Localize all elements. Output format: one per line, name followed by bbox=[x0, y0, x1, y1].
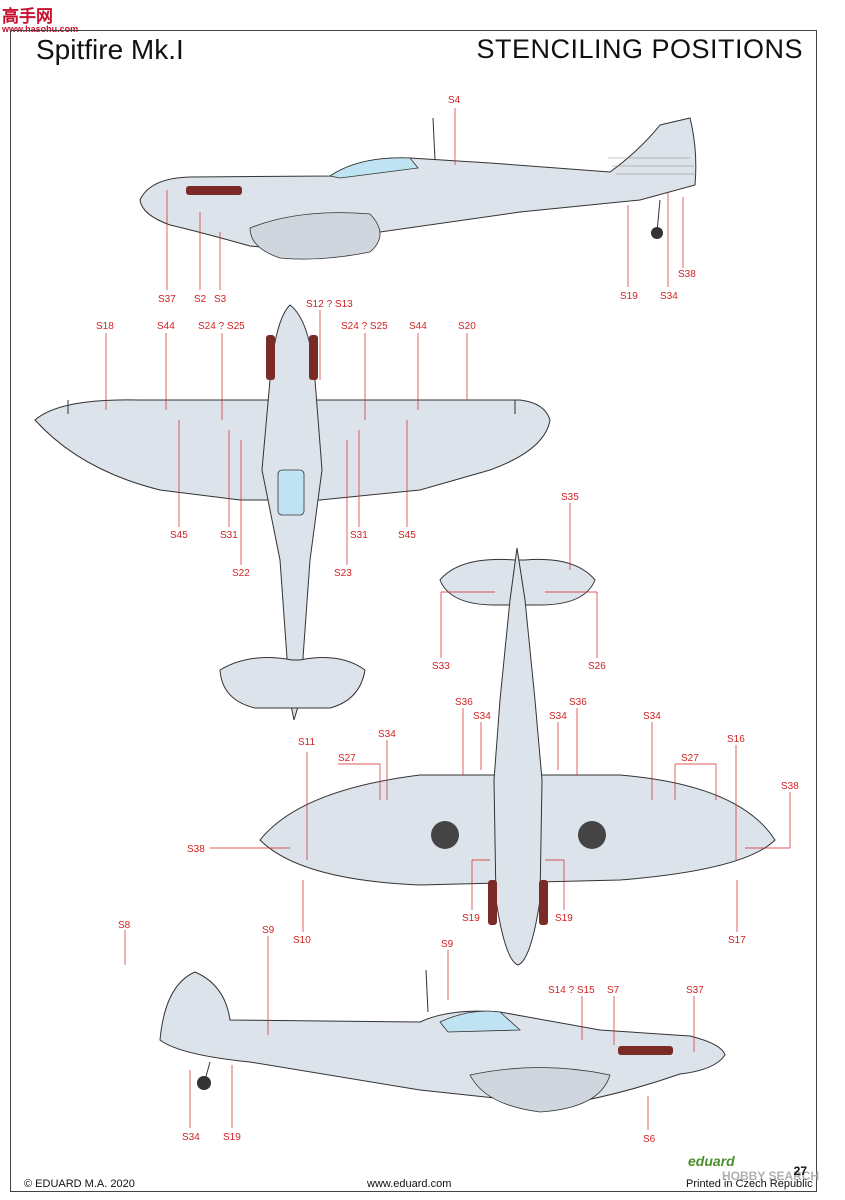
callout-S3: S3 bbox=[214, 294, 227, 305]
callout-S8: S8 bbox=[118, 920, 131, 931]
callout-S38: S38 bbox=[678, 269, 696, 280]
callout-S34-a: S34 bbox=[473, 711, 491, 722]
callout-S34-d: S34 bbox=[378, 729, 396, 740]
callout-S23: S23 bbox=[334, 568, 352, 579]
callout-S6: S6 bbox=[643, 1134, 656, 1145]
callout-S34-b: S34 bbox=[549, 711, 567, 722]
callout-S22: S22 bbox=[232, 568, 250, 579]
callout-S45-left: S45 bbox=[170, 530, 188, 541]
callout-S31-left: S31 bbox=[220, 530, 238, 541]
callout-S36-right: S36 bbox=[569, 697, 587, 708]
callout-S19-left: S19 bbox=[462, 913, 480, 924]
watermark-url: www.hasohu.com bbox=[2, 24, 79, 34]
aircraft-title: Spitfire Mk.I bbox=[36, 34, 184, 65]
callout-S2: S2 bbox=[194, 294, 207, 305]
callout-S36-left: S36 bbox=[455, 697, 473, 708]
callout-S18: S18 bbox=[96, 321, 114, 332]
callout-S9-left: S9 bbox=[262, 925, 275, 936]
callout-S27-right: S27 bbox=[681, 753, 699, 764]
callout-S20: S20 bbox=[458, 321, 476, 332]
page-frame bbox=[10, 30, 817, 1192]
callout-S19-bottom: S19 bbox=[223, 1132, 241, 1143]
callout-S34-c: S34 bbox=[643, 711, 661, 722]
callout-S38-right: S38 bbox=[781, 781, 799, 792]
watermark-logo: 高手网 bbox=[2, 7, 53, 26]
top-view bbox=[34, 304, 551, 721]
callout-S19: S19 bbox=[620, 291, 638, 302]
callout-S38-left: S38 bbox=[187, 844, 205, 855]
callout-S35: S35 bbox=[561, 492, 579, 503]
callout-S12-S13: S12 ? S13 bbox=[306, 299, 353, 310]
callout-S44-left: S44 bbox=[157, 321, 175, 332]
callout-S26: S26 bbox=[588, 661, 606, 672]
page-number: 27 bbox=[793, 1164, 807, 1178]
website-link[interactable]: www.eduard.com bbox=[367, 1178, 452, 1190]
callout-S14-S15: S14 ? S15 bbox=[548, 985, 595, 996]
underside-view bbox=[259, 547, 776, 966]
callout-S44-right: S44 bbox=[409, 321, 427, 332]
callout-S37: S37 bbox=[158, 294, 176, 305]
side-view-bottom bbox=[159, 969, 726, 1113]
copyright-text: © EDUARD M.A. 2020 bbox=[24, 1178, 135, 1190]
callout-S31-right: S31 bbox=[350, 530, 368, 541]
callout-S45-right: S45 bbox=[398, 530, 416, 541]
callout-S17: S17 bbox=[728, 935, 746, 946]
eduard-logo: eduard bbox=[688, 1153, 735, 1169]
callout-S37-bottom: S37 bbox=[686, 985, 704, 996]
section-title: STENCILING POSITIONS bbox=[476, 34, 803, 64]
callout-S24-S25-left: S24 ? S25 bbox=[198, 321, 245, 332]
callout-S11: S11 bbox=[298, 737, 315, 748]
callout-S4: S4 bbox=[448, 95, 461, 106]
side-view-top bbox=[139, 117, 697, 260]
callout-S24-S25-right: S24 ? S25 bbox=[341, 321, 388, 332]
callout-S34: S34 bbox=[660, 291, 678, 302]
callout-S16: S16 bbox=[727, 734, 745, 745]
callout-S9-right: S9 bbox=[441, 939, 454, 950]
callout-S33: S33 bbox=[432, 661, 450, 672]
callout-S7: S7 bbox=[607, 985, 620, 996]
callout-S10: S10 bbox=[293, 935, 311, 946]
callout-leaders bbox=[105, 108, 791, 1130]
callout-S19-right: S19 bbox=[555, 913, 573, 924]
callout-labels: S4 S37 S2 S3 S19 S34 S38 S12 ? S13 S18 S… bbox=[96, 95, 799, 1145]
printed-in-text: Printed in Czech Republic bbox=[686, 1178, 813, 1190]
hobbysearch-watermark: HOBBY SEARCH bbox=[722, 1169, 820, 1183]
callout-S27-left: S27 bbox=[338, 753, 356, 764]
callout-S34-bottom: S34 bbox=[182, 1132, 200, 1143]
